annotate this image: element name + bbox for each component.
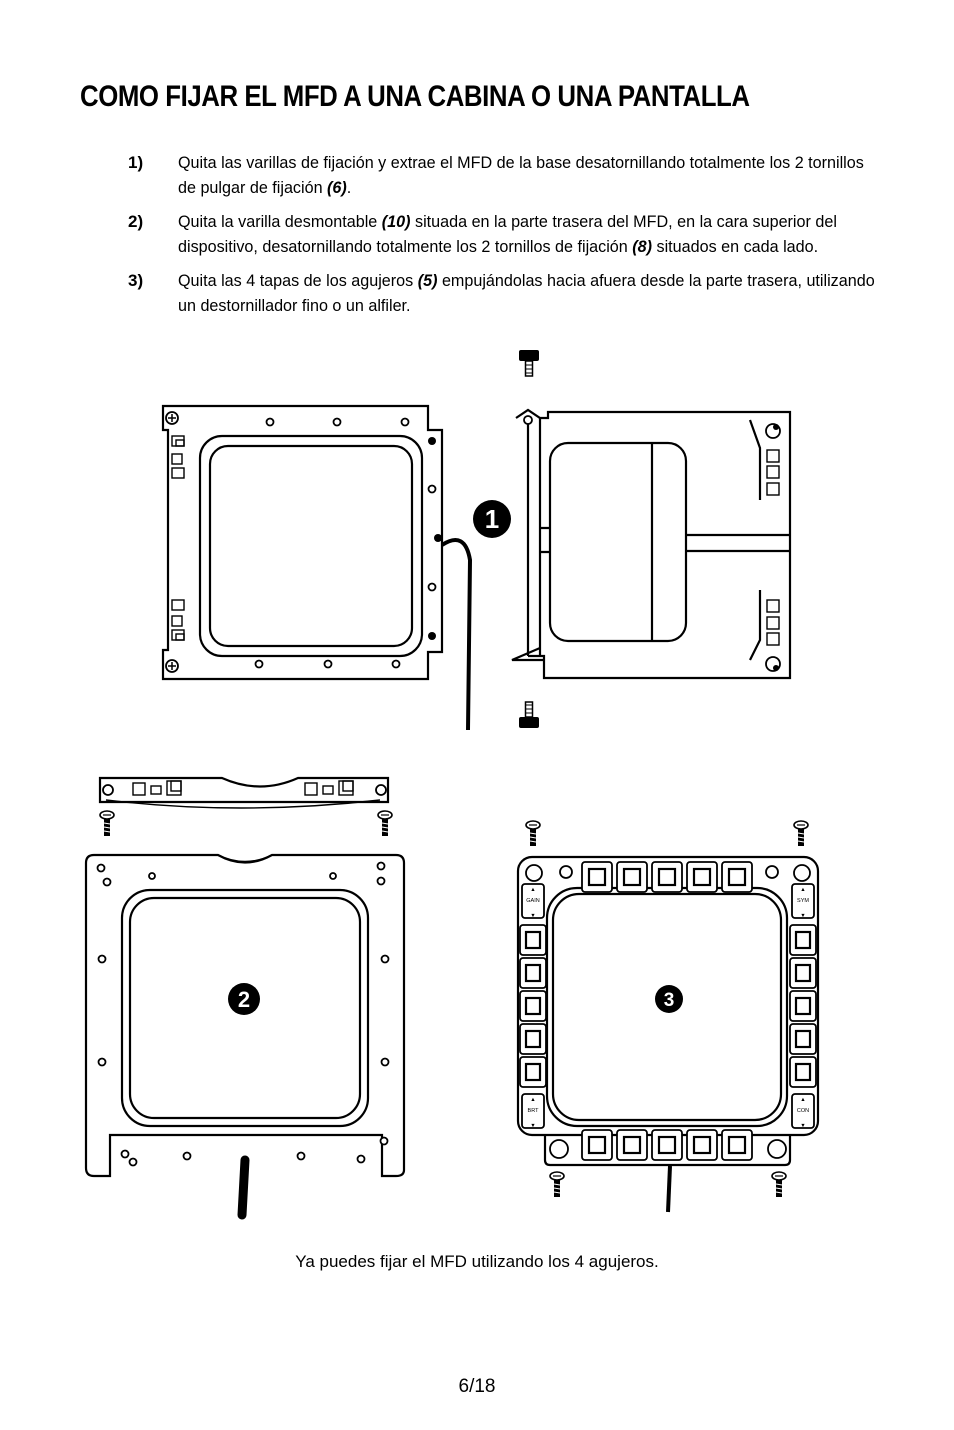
svg-text:▲: ▲ bbox=[530, 1097, 535, 1103]
svg-text:▼: ▼ bbox=[530, 913, 535, 919]
step-text: Quita las 4 tapas de los agujeros (5) em… bbox=[178, 271, 875, 315]
svg-text:▼: ▼ bbox=[530, 1123, 535, 1129]
svg-text:▲: ▲ bbox=[800, 1097, 805, 1103]
figure-marker-3: 3 bbox=[664, 990, 675, 1011]
mfd-back-panel bbox=[161, 404, 473, 731]
step-number: 2) bbox=[128, 212, 144, 231]
svg-text:▲: ▲ bbox=[530, 887, 535, 893]
page-number: 6/18 bbox=[458, 1376, 496, 1397]
gain-label: GAIN bbox=[526, 898, 539, 904]
caption: Ya puedes fijar el MFD utilizando los 4 … bbox=[295, 1252, 659, 1271]
brt-label: BRT bbox=[528, 1108, 540, 1114]
svg-text:▼: ▼ bbox=[800, 1123, 805, 1129]
step-3: 3) Quita las 4 tapas de los agujeros (5)… bbox=[128, 268, 875, 318]
figure-marker-1: 1 bbox=[485, 504, 499, 534]
con-label: CON bbox=[797, 1108, 809, 1114]
figure-marker-2: 2 bbox=[238, 987, 250, 1012]
sym-label: SYM bbox=[797, 898, 809, 904]
mfd-side-panel bbox=[511, 349, 792, 729]
step-number: 1) bbox=[128, 153, 144, 172]
step-number: 3) bbox=[128, 271, 144, 290]
step-1: 1) Quita las varillas de fijación y extr… bbox=[128, 150, 868, 200]
step-text: Quita la varilla desmontable (10) situad… bbox=[178, 212, 837, 256]
mfd-back-plate bbox=[84, 853, 406, 1220]
svg-text:▼: ▼ bbox=[800, 913, 805, 919]
instruction-list: 1) Quita las varillas de fijación y extr… bbox=[128, 150, 875, 327]
step-text: Quita las varillas de fijación y extrae … bbox=[178, 153, 864, 197]
page-title: COMO FIJAR EL MFD A UNA CABINA O UNA PAN… bbox=[80, 80, 750, 113]
mfd-front: ▲ ▼ ▲ ▼ ▲ ▼ ▲ ▼ GAIN SYM BRT CON bbox=[516, 820, 820, 1213]
removable-rod bbox=[98, 776, 393, 837]
step-2: 2) Quita la varilla desmontable (10) sit… bbox=[128, 209, 868, 259]
svg-text:▲: ▲ bbox=[800, 887, 805, 893]
